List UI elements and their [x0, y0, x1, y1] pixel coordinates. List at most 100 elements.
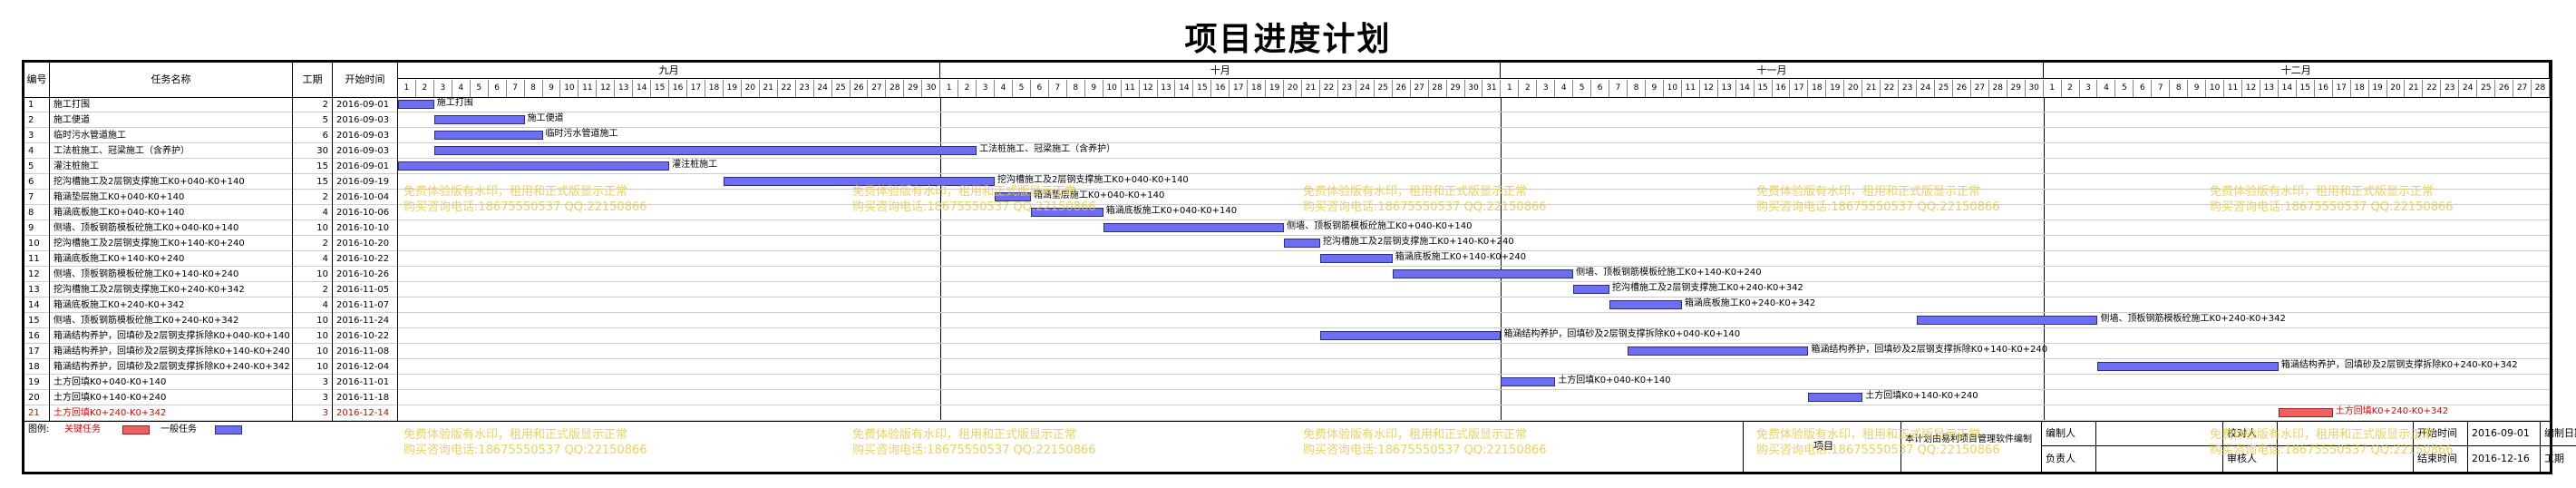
table-row[interactable]	[24, 236, 2550, 251]
task-bar-label: 土方回填K0+140-K0+240	[1865, 391, 1978, 401]
task-bar[interactable]	[1030, 208, 1103, 217]
table-row[interactable]	[24, 112, 2550, 128]
task-start: 2016-11-24	[333, 313, 398, 328]
task-bar-label: 施工打围	[436, 98, 473, 108]
table-row[interactable]	[24, 405, 2550, 421]
task-bar[interactable]	[433, 115, 525, 124]
day-number: 2	[416, 80, 434, 97]
task-bar[interactable]	[1808, 393, 1863, 402]
month-header: 十月	[940, 63, 1502, 79]
day-number: 20	[1284, 80, 1303, 97]
day-number: 16	[669, 80, 688, 97]
task-name: 土方回填K0+240-K0+342	[50, 405, 293, 421]
task-number: 13	[24, 282, 50, 298]
day-number: 22	[2423, 80, 2442, 97]
task-start: 2016-09-03	[333, 112, 398, 128]
task-bar-label: 施工便道	[527, 113, 564, 123]
footer-cell	[2096, 446, 2223, 472]
task-start: 2016-09-03	[333, 143, 398, 159]
task-bar-label: 箱涵底板施工K0+040-K0+140	[1105, 206, 1238, 216]
task-bar[interactable]	[1392, 269, 1574, 278]
task-bar[interactable]	[1103, 223, 1285, 232]
table-row[interactable]	[24, 143, 2550, 159]
day-number: 14	[1175, 80, 1194, 97]
task-bar[interactable]	[398, 100, 434, 109]
task-bar[interactable]	[1917, 316, 2098, 325]
task-bar[interactable]	[1609, 300, 1682, 309]
table-row[interactable]	[24, 174, 2550, 190]
footer-cell: 结束时间	[2414, 446, 2468, 472]
day-number: 21	[1862, 80, 1881, 97]
table-row[interactable]	[24, 159, 2550, 174]
table-row[interactable]	[24, 344, 2550, 359]
day-number: 19	[724, 80, 742, 97]
task-bar[interactable]	[433, 146, 977, 155]
table-row[interactable]	[24, 298, 2550, 313]
task-start: 2016-11-07	[333, 298, 398, 313]
footer-cell	[2278, 421, 2414, 446]
task-duration: 3	[293, 390, 333, 405]
task-bar[interactable]	[1501, 377, 1556, 386]
table-row[interactable]	[24, 97, 2550, 112]
day-number: 9	[1646, 80, 1664, 97]
day-number: 5	[1013, 80, 1031, 97]
critical-task-bar[interactable]	[2278, 408, 2333, 417]
task-name: 工法桩施工、冠梁施工（含养护）	[50, 143, 293, 159]
task-bar[interactable]	[2097, 362, 2279, 371]
day-number: 6	[489, 80, 507, 97]
task-bar-label: 箱涵结构养护，回填砂及2层钢支撑拆除K0+140-K0+240	[1811, 345, 2048, 355]
task-bar-label: 挖沟槽施工及2层钢支撑施工K0+040-K0+140	[997, 175, 1189, 185]
header-no: 编号	[24, 63, 50, 97]
table-row[interactable]	[24, 205, 2550, 220]
task-bar[interactable]	[1320, 254, 1393, 263]
day-number: 18	[705, 80, 724, 97]
table-row[interactable]	[24, 220, 2550, 236]
task-name: 箱涵结构养护，回填砂及2层钢支撑拆除K0+040-K0+140	[50, 328, 293, 344]
table-row[interactable]	[24, 282, 2550, 298]
legend-normal-label: 一般任务	[160, 425, 197, 434]
task-bar[interactable]	[1284, 239, 1320, 248]
task-name: 侧墙、顶板钢筋模板砼施工K0+040-K0+140	[50, 220, 293, 236]
day-number: 3	[1537, 80, 1556, 97]
day-number: 18	[1248, 80, 1267, 97]
task-start: 2016-10-20	[333, 236, 398, 251]
day-number: 10	[560, 80, 579, 97]
day-number: 22	[778, 80, 796, 97]
task-bar[interactable]	[398, 161, 670, 171]
task-bar[interactable]	[1628, 346, 1809, 356]
table-row[interactable]	[24, 190, 2550, 205]
legend-critical-swatch	[122, 425, 150, 434]
task-duration: 3	[293, 375, 333, 390]
day-number: 27	[2513, 80, 2532, 97]
table-row[interactable]	[24, 128, 2550, 143]
table-row[interactable]	[24, 251, 2550, 267]
task-bar[interactable]	[995, 192, 1031, 201]
task-number: 9	[24, 220, 50, 236]
task-start: 2016-10-22	[333, 328, 398, 344]
task-bar[interactable]	[723, 177, 996, 186]
task-bar-label: 侧墙、顶板钢筋模板砼施工K0+240-K0+342	[2100, 314, 2286, 324]
table-row[interactable]	[24, 390, 2550, 405]
day-number: 21	[1302, 80, 1320, 97]
day-number: 12	[2242, 80, 2260, 97]
month-header: 九月	[398, 63, 941, 79]
table-row[interactable]	[24, 313, 2550, 328]
task-name: 箱涵结构养护，回填砂及2层钢支撑拆除K0+140-K0+240	[50, 344, 293, 359]
day-number: 17	[687, 80, 705, 97]
day-number: 4	[2097, 80, 2116, 97]
day-number: 3	[2080, 80, 2098, 97]
day-number: 2	[2062, 80, 2080, 97]
day-number: 20	[1844, 80, 1863, 97]
task-bar[interactable]	[1573, 285, 1610, 294]
table-row[interactable]	[24, 328, 2550, 344]
task-duration: 4	[293, 205, 333, 220]
task-bar[interactable]	[1320, 331, 1502, 340]
task-start: 2016-11-01	[333, 375, 398, 390]
table-row[interactable]	[24, 375, 2550, 390]
day-number: 5	[2115, 80, 2134, 97]
table-row[interactable]	[24, 359, 2550, 375]
task-bar[interactable]	[433, 131, 543, 140]
table-row[interactable]	[24, 267, 2550, 282]
task-bar-label: 箱涵结构养护，回填砂及2层钢支撑拆除K0+040-K0+140	[1503, 329, 1741, 339]
